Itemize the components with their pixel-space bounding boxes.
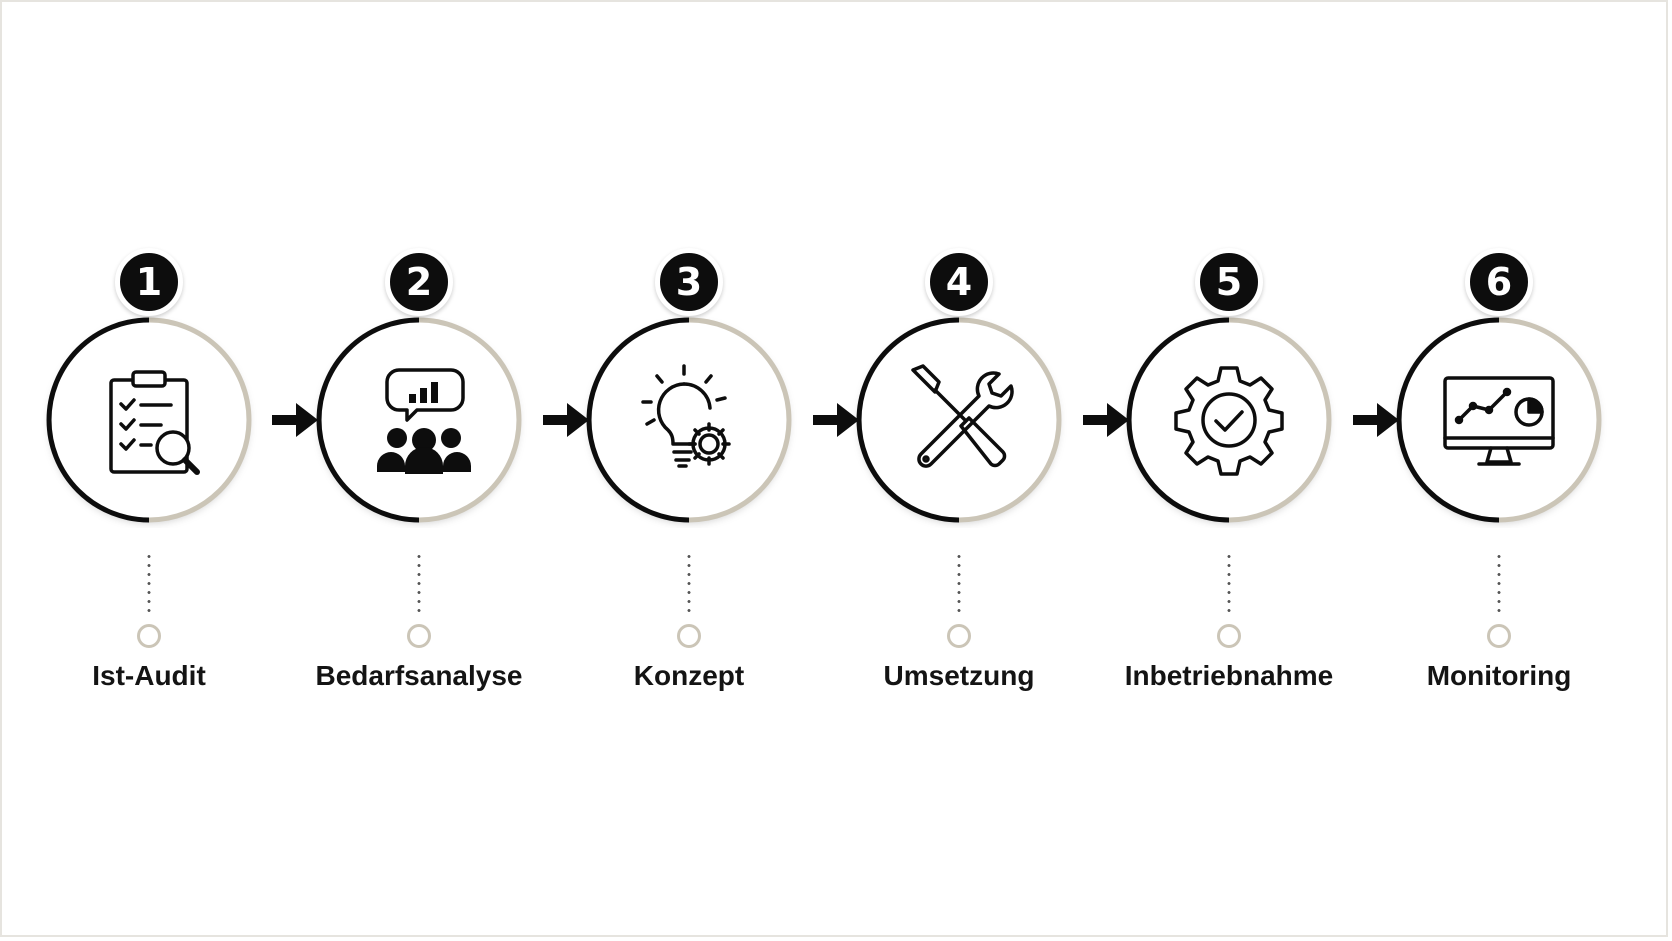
- timeline-node: [137, 624, 161, 648]
- step-ring: [1391, 312, 1607, 528]
- step-6: 6 Monitoring: [1379, 242, 1619, 702]
- arrow-right-icon: [1083, 403, 1129, 437]
- step-3: 3: [569, 242, 809, 702]
- step-number-badge: 6: [1465, 248, 1533, 316]
- arrow-right-icon: [813, 403, 859, 437]
- arrow-right-icon: [543, 403, 589, 437]
- step-ring: [581, 312, 797, 528]
- step-label: Ist-Audit: [92, 660, 206, 691]
- step-number-badge: 3: [655, 248, 723, 316]
- step-label: Inbetriebnahme: [1124, 660, 1334, 691]
- step-ring: [851, 312, 1067, 528]
- dotted-connector: [147, 552, 151, 612]
- step-number-badge: 1: [115, 248, 183, 316]
- step-label: Bedarfsanalyse: [315, 660, 523, 691]
- arrow-right-icon: [272, 403, 318, 437]
- step-2: 2: [299, 242, 539, 702]
- step-1: 1 Ist-Audit: [29, 242, 269, 702]
- team-chart-bubble-icon: [359, 360, 479, 480]
- clipboard-magnifier-icon: [89, 360, 209, 480]
- arrow-right-icon: [1353, 403, 1399, 437]
- step-label: Konzept: [633, 660, 745, 691]
- wrench-screwdriver-icon: [899, 360, 1019, 480]
- timeline-node: [677, 624, 701, 648]
- gear-check-icon: [1169, 360, 1289, 480]
- step-ring: [1121, 312, 1337, 528]
- dotted-connector: [1227, 552, 1231, 612]
- lightbulb-gear-icon: [629, 360, 749, 480]
- dotted-connector: [1497, 552, 1501, 612]
- timeline-node: [407, 624, 431, 648]
- step-label: Monitoring: [1426, 660, 1572, 691]
- dotted-connector: [687, 552, 691, 612]
- timeline-node: [1487, 624, 1511, 648]
- step-number-badge: 4: [925, 248, 993, 316]
- timeline-node: [947, 624, 971, 648]
- step-number-badge: 2: [385, 248, 453, 316]
- dotted-connector: [417, 552, 421, 612]
- step-4: 4 Umsetzung: [839, 242, 1079, 702]
- step-label: Umsetzung: [883, 660, 1035, 691]
- step-5: 5 Inbetriebnahme: [1109, 242, 1349, 702]
- timeline-node: [1217, 624, 1241, 648]
- dotted-connector: [957, 552, 961, 612]
- monitor-analytics-icon: [1439, 360, 1559, 480]
- step-number-badge: 5: [1195, 248, 1263, 316]
